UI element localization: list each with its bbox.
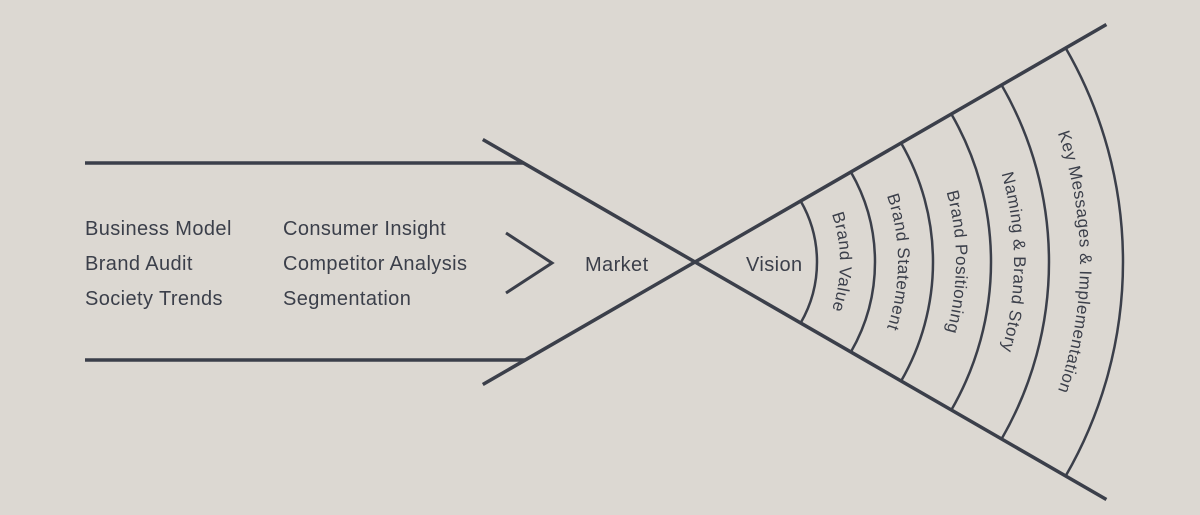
band-label-naming-brand-story: Naming & Brand Story xyxy=(998,170,1029,355)
band-arc-5 xyxy=(1000,84,1051,440)
band-label-brand-positioning: Brand Positioning xyxy=(943,188,971,336)
input-brand-audit: Brand Audit xyxy=(85,253,193,275)
input-competitor-analysis: Competitor Analysis xyxy=(283,253,467,275)
band-label-brand-value: Brand Value xyxy=(828,209,855,314)
band-label-text-4: Naming & Brand Story xyxy=(998,170,1029,355)
input-business-model: Business Model xyxy=(85,218,232,240)
band-label-brand-statement: Brand Statement xyxy=(883,191,913,333)
band-label-text-5: Key Messages & Implementation xyxy=(1054,128,1095,396)
band-label-text-2: Brand Statement xyxy=(883,191,913,333)
band-arc-6 xyxy=(1064,47,1125,477)
input-segmentation: Segmentation xyxy=(283,288,411,310)
band-arc-3 xyxy=(900,142,935,382)
band-arc-1 xyxy=(799,200,819,324)
band-label-text-3: Brand Positioning xyxy=(943,188,971,336)
band-arc-2 xyxy=(849,171,877,353)
input-society-trends: Society Trends xyxy=(85,288,223,310)
band-arc-4 xyxy=(950,113,993,411)
chevron-right-icon xyxy=(505,231,555,295)
market-label: Market xyxy=(585,254,649,276)
vision-label: Vision xyxy=(746,254,803,276)
input-consumer-insight: Consumer Insight xyxy=(283,218,446,240)
band-label-text-1: Brand Value xyxy=(828,209,855,314)
band-label-key-messages: Key Messages & Implementation xyxy=(1054,128,1095,396)
